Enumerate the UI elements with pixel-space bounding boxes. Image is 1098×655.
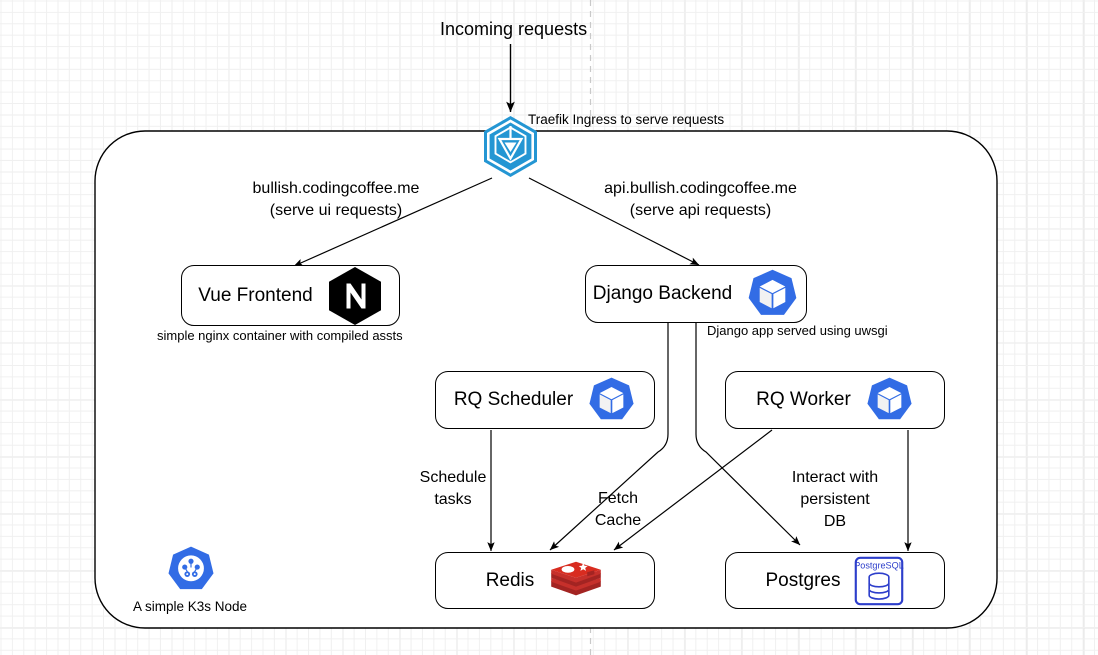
- node-django-backend[interactable]: Django Backend: [585, 265, 807, 323]
- django-backend-caption: Django app served using uwsgi: [707, 323, 888, 338]
- traefik-ingress-caption: Traefik Ingress to serve requests: [528, 112, 725, 127]
- node-redis[interactable]: Redis: [435, 552, 655, 609]
- edge-label-schedule-tasks: Schedule tasks: [419, 469, 487, 509]
- node-rq-worker-label: RQ Worker: [756, 389, 851, 411]
- node-postgres-label: Postgres: [765, 569, 841, 591]
- edge-label-persistent-db: Interact with persistent DB: [791, 469, 879, 531]
- node-rq-worker[interactable]: RQ Worker: [725, 371, 945, 429]
- edge-label-ui-route: bullish.codingcoffee.me (serve ui reques…: [252, 180, 420, 220]
- k3s-node-icon: [166, 545, 216, 595]
- kubernetes-pod-icon: [746, 268, 799, 321]
- node-rq-scheduler[interactable]: RQ Scheduler: [435, 371, 655, 429]
- vue-frontend-caption: simple nginx container with compiled ass…: [157, 328, 403, 343]
- k3s-node-caption: A simple K3s Node: [133, 599, 248, 614]
- nginx-icon: [327, 266, 383, 326]
- kubernetes-pod-icon: [865, 376, 914, 425]
- postgresql-icon: PostgreSQL: [854, 556, 904, 606]
- kubernetes-pod-icon: [587, 376, 636, 425]
- node-rq-scheduler-label: RQ Scheduler: [453, 389, 574, 411]
- node-django-backend-label: Django Backend: [592, 283, 733, 305]
- edge-label-fetch-cache: Fetch Cache: [594, 490, 642, 530]
- node-postgres[interactable]: Postgres PostgreSQL: [725, 552, 945, 609]
- redis-icon: [548, 557, 604, 605]
- traefik-ingress-icon[interactable]: [481, 115, 540, 177]
- svg-text:PostgreSQL: PostgreSQL: [855, 560, 905, 570]
- node-redis-label: Redis: [485, 569, 535, 591]
- incoming-requests-label: Incoming requests: [440, 19, 588, 39]
- node-vue-frontend-label: Vue Frontend: [198, 284, 313, 306]
- node-vue-frontend[interactable]: Vue Frontend: [181, 265, 400, 326]
- edge-label-api-route: api.bullish.codingcoffee.me (serve api r…: [604, 180, 797, 220]
